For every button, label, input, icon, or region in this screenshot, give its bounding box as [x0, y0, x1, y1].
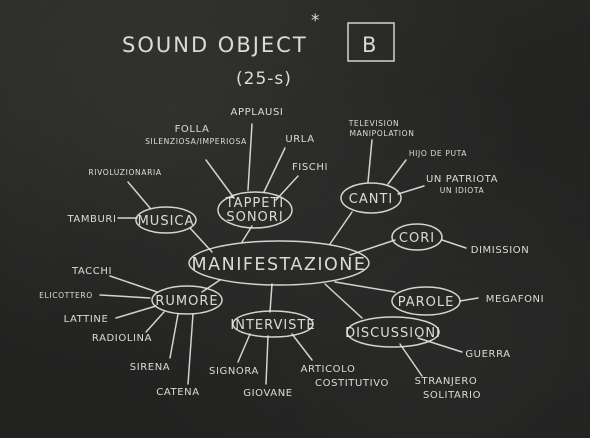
leaf-patriota-line2: UN IDIOTA: [440, 186, 485, 195]
node-parole-outline: [391, 286, 461, 316]
node-interviste-label: INTERVISTE: [230, 318, 315, 333]
node-musica-label: MUSICA: [138, 214, 195, 229]
node-tappeti-label-line1: TAPPETI: [225, 196, 285, 211]
edge-center-cori: [349, 239, 396, 256]
leaf-hijo: HIJO DE PUTA: [409, 149, 467, 158]
leaf-tamburi: TAMBURI: [66, 214, 116, 225]
node-canti-label: CANTI: [349, 192, 393, 207]
edge-giovane: [265, 335, 269, 385]
edge-dimission: [441, 239, 467, 249]
edge-signora: [237, 333, 251, 363]
node-discussioni-label: DISCUSSIONI: [345, 326, 441, 341]
node-interviste-outline: [232, 310, 314, 338]
edge-rivoluzionaria: [127, 181, 151, 209]
node-cori-outline: [391, 223, 443, 251]
edge-center-musica: [189, 227, 213, 253]
leaf-folla-line1: FOLLA: [175, 124, 210, 135]
leaf-urla: URLA: [285, 134, 314, 145]
node-tappeti-outline: [217, 191, 293, 229]
edge-megafoni: [459, 297, 479, 302]
asterisk-mark: *: [311, 11, 321, 31]
node-tappeti-label-line2: SONORI: [226, 210, 283, 225]
edge-center-canti: [329, 211, 353, 245]
center-node-label: MANIFESTAZIONE: [192, 255, 367, 275]
edge-center-rumore: [201, 279, 221, 293]
title-box: [347, 22, 395, 62]
leaf-articolo-line1: ARTICOLO: [301, 364, 356, 375]
center-node-outline: [188, 240, 370, 286]
leaf-television-line1: TELEVISION: [348, 119, 400, 128]
edge-elicottero: [99, 294, 151, 299]
title-box-letter: B: [362, 33, 378, 57]
edge-center-tappeti: [241, 225, 253, 243]
node-rumore-outline: [151, 285, 223, 315]
leaf-straniero-line2: SOLITARIO: [423, 390, 481, 401]
edge-urla: [263, 147, 286, 193]
leaf-guerra: GUERRA: [465, 349, 510, 360]
leaf-dimission: DIMISSION: [471, 245, 530, 256]
connector-lines: [99, 123, 479, 385]
leaf-radiolina: RADIOLINA: [92, 333, 152, 344]
edge-applausi: [247, 123, 253, 191]
leaf-television-line2: MANIPOLATION: [350, 129, 415, 138]
leaf-patriota-line1: UN PATRIOTA: [426, 174, 498, 185]
node-rumore-label: RUMORE: [155, 294, 218, 309]
leaf-lattine: LATTINE: [64, 314, 109, 325]
edge-straniero: [399, 343, 423, 377]
node-discussioni-outline: [346, 316, 440, 348]
node-musica-outline: [135, 206, 197, 234]
leaf-elicottero: ELICOTTERO: [39, 291, 93, 300]
edge-articolo: [291, 333, 313, 361]
leaf-tacchi: TACCHI: [71, 266, 112, 277]
leaf-articolo-line2: COSTITUTIVO: [315, 378, 389, 389]
title-text: SOUND OBJECT: [122, 33, 308, 57]
edge-hijo: [387, 159, 407, 185]
leaf-straniero-line1: STRANJERO: [415, 376, 478, 387]
leaf-fischi: FISCHI: [292, 162, 328, 173]
edge-sirena: [169, 313, 179, 359]
edge-guerra: [417, 337, 463, 353]
edge-center-discussioni: [324, 283, 363, 319]
leaf-giovane: GIOVANE: [243, 388, 292, 399]
leaf-signora: SIGNORA: [209, 366, 259, 377]
leaf-applausi: APPLAUSI: [231, 107, 284, 118]
leaf-folla-line2: SILENZIOSA/IMPERIOSA: [145, 137, 247, 146]
edge-center-parole: [334, 281, 396, 293]
node-parole-label: PAROLE: [398, 295, 455, 310]
leaf-megafoni: MEGAFONI: [486, 294, 544, 305]
node-cori-label: CORI: [399, 231, 435, 246]
edge-radiolina: [145, 311, 165, 333]
leaf-catena: CATENA: [156, 387, 199, 398]
node-canti-outline: [340, 182, 402, 214]
edge-catena: [187, 313, 194, 385]
leaf-rivoluzionaria: RIVOLUZIONARIA: [88, 168, 161, 177]
edge-patriota: [397, 185, 425, 195]
edge-center-interviste: [269, 283, 273, 313]
edge-lattine: [115, 305, 157, 319]
edge-folla: [205, 159, 235, 199]
leaf-sirena: SIRENA: [130, 362, 171, 373]
edge-tacchi: [109, 275, 158, 293]
edge-television: [367, 139, 373, 183]
subtitle-text: (25-s): [236, 69, 292, 89]
